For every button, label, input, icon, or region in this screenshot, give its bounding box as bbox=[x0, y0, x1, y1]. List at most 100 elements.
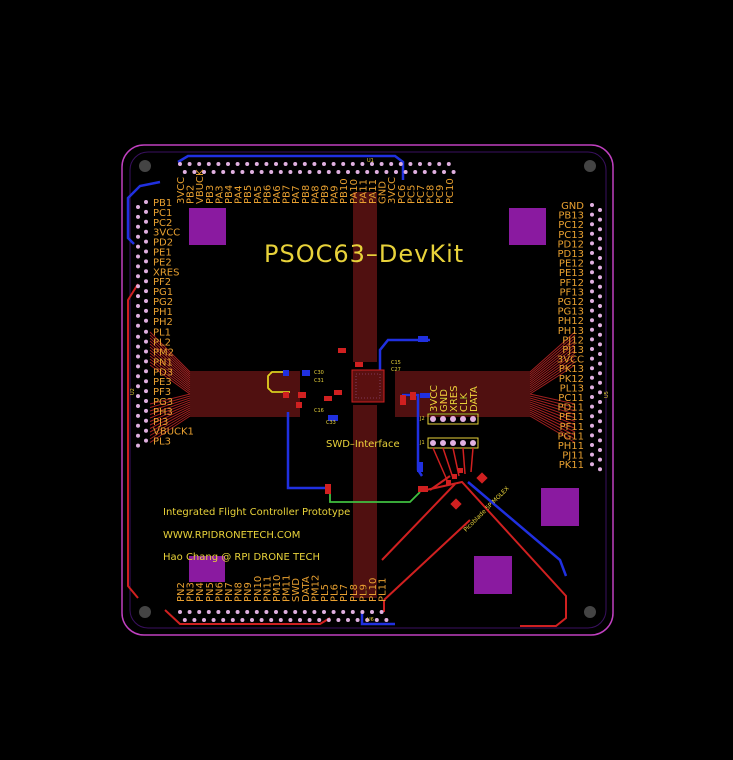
pin-dot bbox=[250, 170, 254, 174]
pin-label-left: PL3 bbox=[153, 437, 171, 448]
pin-dot bbox=[389, 162, 394, 166]
pin-dot bbox=[598, 409, 602, 414]
pin-dot bbox=[331, 162, 336, 166]
trace bbox=[395, 411, 576, 436]
pin-label-left: PN1 bbox=[153, 357, 173, 368]
trace bbox=[149, 349, 300, 385]
pin-label-bottom: PN5 bbox=[205, 582, 216, 602]
pin-dot bbox=[221, 618, 226, 622]
pin-dot bbox=[398, 162, 403, 166]
trace bbox=[149, 361, 300, 393]
pin-dot bbox=[598, 342, 602, 347]
trace bbox=[395, 343, 576, 381]
pin-dot bbox=[341, 610, 346, 614]
pin-dot bbox=[136, 254, 140, 259]
pin-dot bbox=[302, 610, 307, 614]
pin-dot bbox=[216, 162, 221, 166]
trace bbox=[395, 340, 576, 379]
pin-dot bbox=[370, 610, 374, 614]
pin-label-top: PC8 bbox=[426, 185, 437, 204]
pin-dot bbox=[136, 443, 140, 448]
pin-dot bbox=[245, 162, 250, 166]
bottom-layer-traces bbox=[126, 154, 568, 626]
pin-label-top: PB8 bbox=[301, 185, 312, 204]
swd-pin bbox=[450, 416, 456, 422]
trace bbox=[149, 358, 300, 391]
pin-dot bbox=[598, 294, 602, 299]
info-line-3: Hao Chang @ RPI DRONE TECH bbox=[163, 552, 320, 563]
pin-label-right: PL13 bbox=[560, 383, 584, 394]
pin-dot bbox=[136, 344, 140, 349]
header-pins-top bbox=[178, 162, 456, 174]
pin-dot bbox=[240, 170, 245, 174]
pin-label-top: PA9 bbox=[330, 185, 341, 204]
refdes-u5: U5 bbox=[604, 391, 610, 398]
pin-dot bbox=[590, 289, 594, 294]
pin-label-top: PC6 bbox=[397, 185, 408, 204]
trace bbox=[149, 352, 300, 387]
pin-dot bbox=[144, 438, 148, 443]
pin-label-left: PL1 bbox=[153, 328, 171, 339]
pin-dot bbox=[590, 404, 594, 409]
pin-dot bbox=[259, 170, 264, 174]
pin-dot bbox=[144, 219, 148, 224]
pin-dot bbox=[144, 289, 148, 294]
pin-dot bbox=[211, 170, 216, 174]
header-pins-left bbox=[136, 200, 148, 448]
pin-label-left: PB1 bbox=[153, 198, 172, 209]
pin-label-bottom: DATA bbox=[301, 576, 312, 602]
pin-dot bbox=[598, 275, 602, 280]
pin-label-left: 3VCC bbox=[153, 228, 180, 239]
pin-dot bbox=[598, 380, 602, 385]
refdes-u6: U6 bbox=[367, 617, 374, 623]
trace bbox=[395, 331, 576, 373]
pin-dot bbox=[136, 394, 140, 399]
pin-label-top: PA11 bbox=[358, 179, 369, 204]
pin-dot bbox=[360, 162, 365, 166]
pin-dot bbox=[274, 610, 278, 614]
swd-pin bbox=[430, 440, 436, 446]
pin-dot bbox=[293, 162, 298, 166]
pin-dot bbox=[136, 364, 140, 369]
pin-dot bbox=[254, 162, 259, 166]
pin-dot bbox=[355, 170, 360, 174]
pin-dot bbox=[350, 610, 355, 614]
swd-pin-label: DATA bbox=[469, 386, 480, 412]
pin-dot bbox=[144, 318, 148, 323]
pin-dot bbox=[317, 618, 322, 622]
pin-dot bbox=[144, 249, 148, 254]
pin-dot bbox=[590, 414, 594, 419]
refdes-c15: C15 bbox=[391, 360, 401, 366]
pin-label-right: 3VCC bbox=[557, 355, 584, 366]
pin-dot bbox=[590, 231, 594, 236]
pin-dot bbox=[250, 618, 254, 622]
pin-dot bbox=[590, 279, 594, 284]
pin-dot bbox=[590, 462, 594, 467]
pin-label-right: PG12 bbox=[557, 297, 584, 308]
trace bbox=[149, 337, 300, 377]
trace bbox=[149, 346, 300, 383]
pin-dot bbox=[178, 610, 182, 614]
pin-dot bbox=[192, 170, 197, 174]
pin-dot bbox=[136, 224, 140, 229]
pin-dot bbox=[136, 284, 140, 289]
pin-label-bottom: PN7 bbox=[224, 582, 235, 602]
pin-label-bottom: PL11 bbox=[378, 578, 389, 602]
swd-pin bbox=[460, 416, 466, 422]
trace bbox=[395, 403, 576, 422]
refdes-c31: C31 bbox=[314, 378, 324, 384]
pin-dot bbox=[144, 349, 148, 354]
pin-label-right: PJ13 bbox=[562, 345, 584, 356]
pin-label-top: PB7 bbox=[282, 185, 293, 204]
pin-dot bbox=[598, 246, 602, 251]
pin-dot bbox=[432, 170, 437, 174]
pin-dot bbox=[307, 618, 312, 622]
pin-dot bbox=[216, 610, 221, 614]
pin-dot bbox=[278, 170, 283, 174]
refdes-c33: C33 bbox=[326, 420, 336, 426]
trace bbox=[149, 397, 300, 412]
pin-dot bbox=[590, 222, 594, 227]
pin-dot bbox=[590, 308, 594, 313]
pin-label-right: PC11 bbox=[558, 393, 584, 404]
